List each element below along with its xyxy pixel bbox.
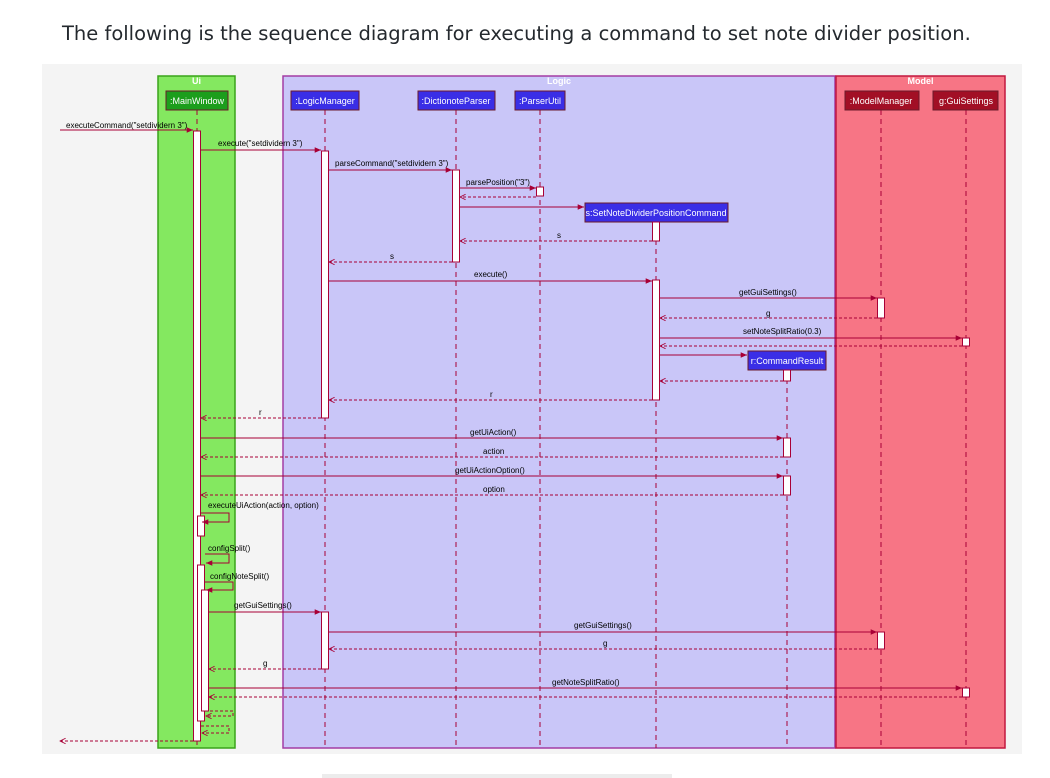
message-label: getNoteSplitRatio()	[552, 678, 620, 687]
message-arrow-self	[201, 512, 230, 525]
message-label: parseCommand("setdividern 3")	[335, 159, 449, 168]
page-bottom-bar	[322, 774, 672, 778]
activation-mw	[193, 130, 201, 742]
participant-box-dp	[417, 90, 496, 111]
participant-box-mw	[165, 90, 229, 111]
message-arrow-self	[201, 725, 230, 733]
participant-box-lm	[290, 90, 360, 111]
message-label: r	[490, 390, 493, 399]
activation-cmd	[652, 279, 660, 401]
message-label: getUiAction()	[470, 428, 517, 437]
participant-label-cr: r:CommandResult	[751, 356, 824, 366]
message-label: g	[766, 309, 770, 318]
activation-lm	[321, 611, 329, 670]
message-label: executeUiAction(action, option)	[208, 501, 319, 510]
group-label-ui: Ui	[192, 76, 201, 86]
message-label: getGuiSettings()	[739, 288, 797, 297]
activation-mw	[201, 589, 209, 712]
message-arrow-self	[205, 553, 230, 566]
message-label: s	[557, 231, 561, 240]
intro-text: The following is the sequence diagram fo…	[62, 22, 971, 45]
group-frame-model	[835, 75, 1006, 749]
message-label: getUiActionOption()	[455, 466, 525, 475]
message-label: r	[259, 408, 262, 417]
participant-label-cmd: s:SetNoteDividerPositionCommand	[585, 208, 726, 218]
participant-box-gs	[932, 90, 999, 111]
participant-label-lm: :LogicManager	[295, 96, 355, 106]
message-label: getGuiSettings()	[574, 621, 632, 630]
message-label: getGuiSettings()	[234, 601, 292, 610]
message-arrow-self	[205, 581, 234, 593]
participant-label-mw: :MainWindow	[170, 96, 225, 106]
message-label: configNoteSplit()	[210, 572, 269, 581]
message-label: executeCommand("setdividern 3")	[66, 121, 188, 130]
message-label: configSplit()	[208, 544, 251, 553]
group-label-logic: Logic	[547, 76, 571, 86]
activation-gs	[962, 337, 970, 347]
activation-mm	[877, 297, 885, 319]
activation-lm	[321, 150, 329, 419]
activation-cr	[783, 437, 791, 458]
message-label: action	[483, 447, 504, 456]
message-label: option	[483, 485, 505, 494]
message-label: execute()	[474, 270, 508, 279]
participant-label-mm: :ModelManager	[850, 96, 913, 106]
message-label: g	[263, 659, 267, 668]
group-frame-logic	[282, 75, 836, 749]
message-label: setNoteSplitRatio(0.3)	[743, 327, 822, 336]
activation-mw	[197, 515, 205, 537]
message-label: g	[603, 639, 607, 648]
message-arrow-self	[205, 710, 234, 716]
participant-box-mm	[844, 90, 920, 111]
activation-gs	[962, 687, 970, 698]
activation-cmd	[652, 221, 660, 242]
participant-label-dp: :DictionoteParser	[421, 96, 490, 106]
participant-label-gs: g:GuiSettings	[939, 96, 994, 106]
message-label: parsePosition("3")	[466, 178, 530, 187]
participant-box-pu	[514, 90, 566, 111]
group-label-model: Model	[908, 76, 934, 86]
activation-dp	[452, 169, 460, 263]
activation-mm	[877, 631, 885, 650]
participant-label-pu: :ParserUtil	[519, 96, 561, 106]
message-label: s	[390, 252, 394, 261]
activation-cr	[783, 475, 791, 496]
message-label: execute("setdividern 3")	[218, 139, 303, 148]
activation-cr	[783, 369, 791, 382]
activation-pu	[536, 186, 544, 197]
